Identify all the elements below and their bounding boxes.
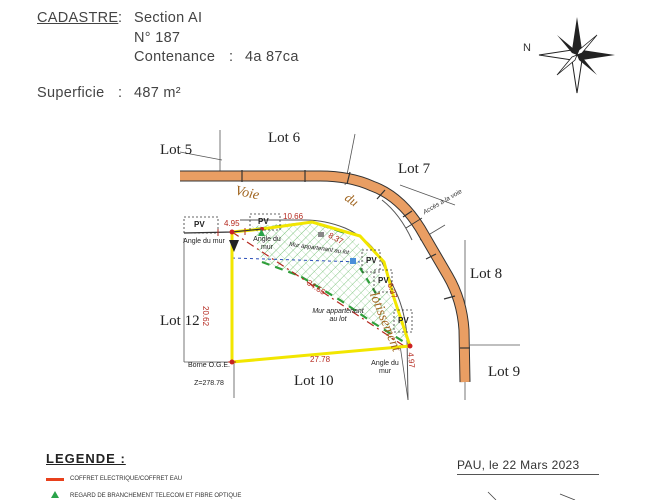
pv-label-4: PV <box>378 276 389 285</box>
parcel-outline <box>230 220 413 364</box>
legend-item-regard: REGARD DE BRANCHEMENT TELECOM ET FIBRE O… <box>70 493 242 499</box>
hatched-zone <box>252 222 410 344</box>
angle-mur-right: Angle du mur <box>371 360 399 375</box>
lot-12-label: Lot 12 <box>160 313 200 329</box>
diagonal-dimension <box>231 231 405 347</box>
superficie-value: 487 m² <box>134 85 181 101</box>
cadastre-section: Section AI <box>134 10 203 26</box>
dimension-10-66: 10.66 <box>283 212 304 221</box>
cadastre-label: CADASTRE <box>37 10 119 26</box>
pv-boxes <box>183 213 413 333</box>
superficie-separator: : <box>118 85 123 101</box>
borne-label: Borne O.G.E. <box>187 362 231 369</box>
lot-5-label: Lot 5 <box>160 142 193 158</box>
dimension-20-62: 20.62 <box>201 306 210 327</box>
date-line: PAU, le 22 Mars 2023 <box>457 458 580 472</box>
dimension-27-78: 27.78 <box>310 355 331 364</box>
dimension-4-97: 4.97 <box>406 352 417 369</box>
cadastre-separator: : <box>118 10 123 26</box>
contenance-separator: : <box>229 49 234 65</box>
bottom-sketch <box>487 491 576 500</box>
lot-10-label: Lot 10 <box>294 373 334 389</box>
lot-8-label: Lot 8 <box>470 266 503 282</box>
legend-item-coffret: COFFRET ELECTRIQUE/COFFRET EAU <box>70 476 183 482</box>
angle-mur-top: Angle du mur <box>253 236 281 251</box>
legend-swatches <box>46 478 64 498</box>
cadastre-number: N° 187 <box>134 30 181 46</box>
pv-label-2: PV <box>258 217 269 226</box>
arrow-marker-icon <box>229 240 239 252</box>
contenance-label: Contenance <box>134 49 216 65</box>
coffret-icon <box>350 258 356 264</box>
telecom-triangle-icon <box>258 229 265 236</box>
lot-7-label: Lot 7 <box>398 161 431 177</box>
borne-z-label: Z=278.78 <box>194 380 224 387</box>
regard-icon <box>318 232 324 237</box>
legend-title: LEGENDE : <box>46 451 126 466</box>
contenance-value: 4a 87ca <box>245 49 299 65</box>
lot-6-label: Lot 6 <box>268 130 301 146</box>
date-underline <box>457 474 599 475</box>
mur-appartenant-bottom: Mur appartenant au lot <box>312 308 364 323</box>
pv-label-5: PV <box>398 316 409 325</box>
lot-9-label: Lot 9 <box>488 364 521 380</box>
superficie-label: Superficie <box>37 85 105 101</box>
angle-mur-left: Angle du mur <box>183 238 225 245</box>
pv-label-1: PV <box>194 220 205 229</box>
access-arrow <box>405 217 423 229</box>
compass-rose-icon <box>538 17 615 94</box>
pv-label-3: PV <box>366 256 377 265</box>
compass-north-label: N <box>523 42 531 54</box>
dimension-4-95: 4.95 <box>224 219 240 228</box>
